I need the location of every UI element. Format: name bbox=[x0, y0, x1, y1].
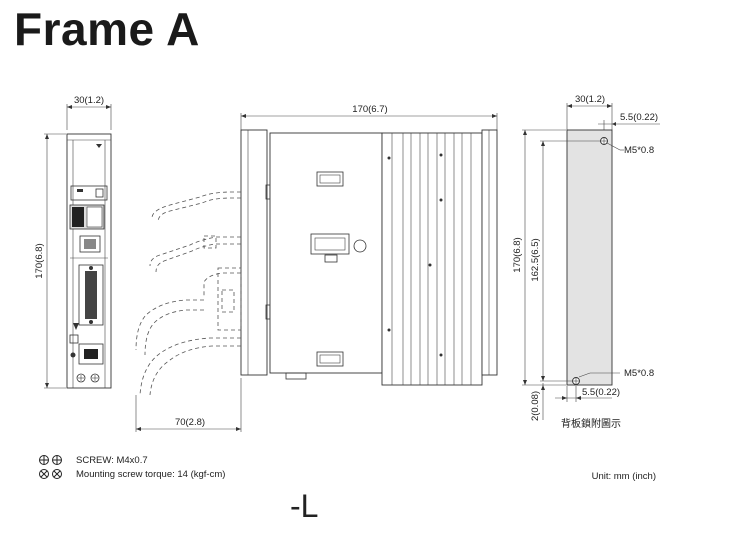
side-width-label: 170(6.7) bbox=[352, 104, 387, 115]
side-view: 170(6.7) bbox=[135, 104, 498, 432]
bottom-offset-label: 5.5(0.22) bbox=[582, 387, 620, 398]
unit-label: Unit: mm (inch) bbox=[592, 471, 656, 482]
screw-label: SCREW: M4x0.7 bbox=[76, 455, 148, 466]
back-view-caption: 背板鎖附圖示 bbox=[561, 417, 621, 430]
back-view: 30(1.2) 5.5(0.22) M5*0.8 M5*0.8 170(6.8) bbox=[512, 94, 660, 430]
hole-pitch-label: 162.5(6.5) bbox=[530, 238, 541, 281]
bottom-margin-label: 2(0.08) bbox=[530, 391, 541, 421]
model-suffix: -L bbox=[290, 488, 319, 524]
bottom-hole-label: M5*0.8 bbox=[624, 368, 654, 379]
back-width-label: 30(1.2) bbox=[575, 94, 605, 105]
screw-legend: SCREW: M4x0.7 Mounting screw torque: 14 … bbox=[39, 455, 225, 480]
cable-depth-label: 70(2.8) bbox=[175, 417, 205, 428]
top-hole-label: M5*0.8 bbox=[624, 145, 654, 156]
front-height-label: 170(6.8) bbox=[34, 243, 45, 278]
top-offset-label: 5.5(0.22) bbox=[620, 112, 658, 123]
torque-label: Mounting screw torque: 14 (kgf-cm) bbox=[76, 469, 225, 480]
back-height-label: 170(6.8) bbox=[512, 237, 523, 272]
front-width-label: 30(1.2) bbox=[74, 95, 104, 106]
page-title: Frame A bbox=[14, 3, 200, 55]
front-view: 30(1.2) 170(6.8) bbox=[34, 95, 112, 389]
